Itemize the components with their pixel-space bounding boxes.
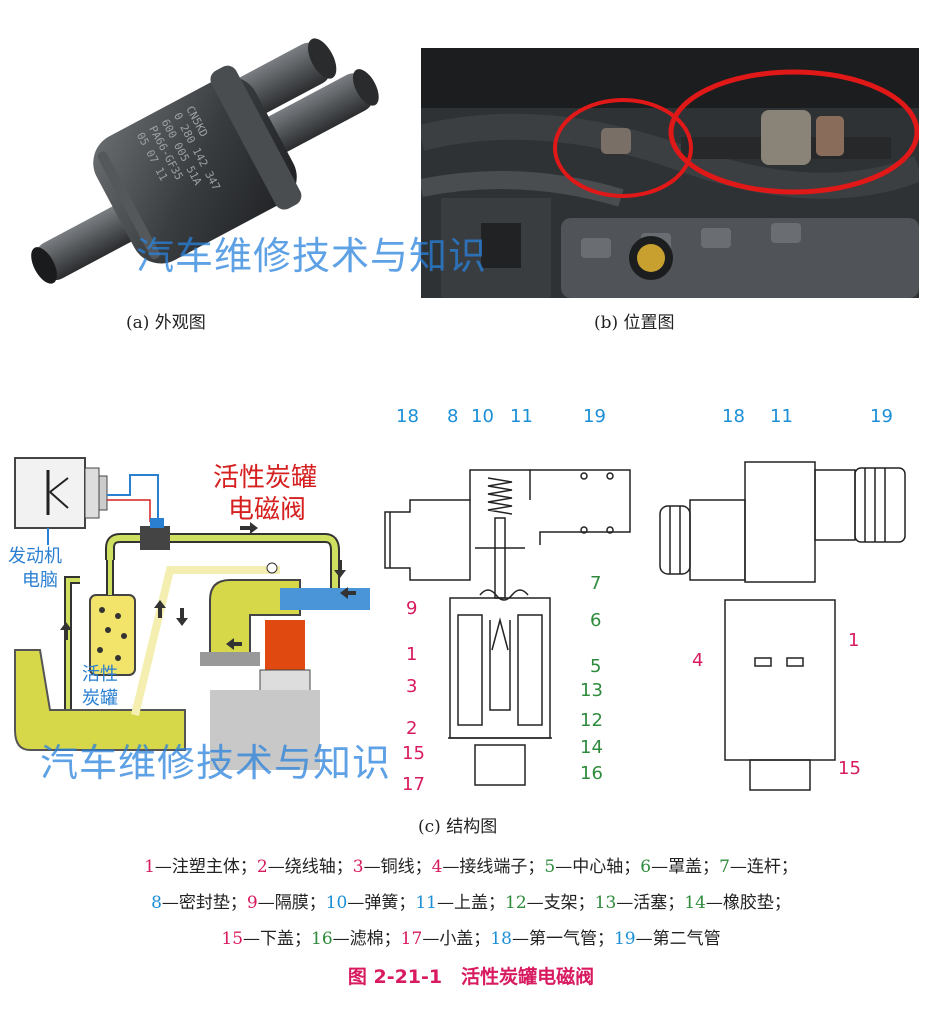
label-3: 3 (406, 676, 418, 697)
structure-section (380, 400, 640, 800)
engine-bay-illustration (421, 48, 919, 298)
label-13: 13 (580, 680, 603, 701)
label-6: 6 (590, 610, 602, 631)
valve-title-line2: 电磁阀 (228, 495, 307, 525)
label-19b: 19 (870, 406, 893, 427)
caption-location: (b) 位置图 (594, 313, 675, 333)
evap-system-illustration (14, 457, 370, 770)
canister-label-line1: 活性 (82, 664, 118, 685)
legend-item: 13—活塞； (594, 893, 685, 913)
ecu-label-line1: 发动机 (8, 546, 62, 567)
label-16: 16 (580, 763, 603, 784)
label-17: 17 (402, 774, 425, 795)
label-1b: 1 (848, 630, 860, 651)
label-5: 5 (590, 656, 602, 677)
legend-item: 2—绕线轴； (256, 857, 353, 877)
legend-line-2: 8—密封垫；9—隔膜；10—弹簧；11—上盖；12—支架；13—活塞；14—橡胶… (0, 888, 942, 913)
legend-item: 11—上盖； (415, 893, 505, 913)
external-drawing (659, 461, 906, 791)
legend-item: 17—小盖； (400, 929, 491, 949)
caption-structure: (c) 结构图 (418, 817, 498, 837)
ecu-label-line2: 电脑 (22, 570, 58, 591)
legend-item: 9—隔膜； (246, 893, 326, 913)
label-15b: 15 (838, 758, 861, 779)
legend-item: 18—第一气管； (490, 929, 614, 949)
label-2: 2 (406, 718, 418, 739)
legend-item: 1—注塑主体； (144, 857, 257, 877)
label-18a: 18 (396, 406, 419, 427)
legend-item: 7—连杆； (719, 857, 798, 877)
label-7: 7 (590, 573, 602, 594)
legend-item: 4—接线端子； (431, 857, 545, 877)
legend-item: 5—中心轴； (544, 857, 641, 877)
label-19a: 19 (583, 406, 606, 427)
caption-appearance: (a) 外观图 (126, 313, 206, 333)
label-11b: 11 (770, 406, 793, 427)
label-18b: 18 (722, 406, 745, 427)
legend-item: 10—弹簧； (325, 893, 416, 913)
valve-photo-illustration: CN5KD 0 280 142 347 600 005 51A PA66-GF3… (31, 38, 379, 284)
watermark-bottom: 汽车维修技术与知识 (40, 741, 392, 785)
legend-item: 8—密封垫； (151, 893, 247, 913)
watermark-top: 汽车维修技术与知识 (136, 234, 488, 278)
label-8: 8 (447, 406, 459, 427)
legend-item: 6—罩盖； (640, 857, 720, 877)
legend-line-1: 1—注塑主体；2—绕线轴；3—铜线；4—接线端子；5—中心轴；6—罩盖；7—连杆… (0, 852, 942, 877)
legend-item: 14—橡胶垫； (684, 893, 791, 913)
label-15a: 15 (402, 743, 425, 764)
canister-label-line2: 炭罐 (82, 688, 118, 709)
label-9: 9 (406, 598, 418, 619)
label-4: 4 (692, 650, 704, 671)
structure-external (650, 440, 930, 800)
legend-item: 3—铜线； (352, 857, 432, 877)
label-12: 12 (580, 710, 603, 731)
legend-item: 16—滤棉； (311, 929, 401, 949)
valve-title-line1: 活性炭罐 (213, 463, 318, 493)
label-1a: 1 (406, 644, 418, 665)
system-diagram (10, 440, 375, 790)
legend-item: 12—支架； (505, 893, 595, 913)
photo-appearance: CN5KD 0 280 142 347 600 005 51A PA66-GF3… (20, 30, 385, 300)
section-drawing (384, 469, 631, 786)
label-14: 14 (580, 737, 603, 758)
legend-item: 15—下盖； (221, 929, 312, 949)
legend-line-3: 15—下盖；16—滤棉；17—小盖；18—第一气管；19—第二气管 (0, 924, 942, 949)
legend-item: 19—第二气管 (613, 929, 721, 949)
figure-title: 图 2-21-1 活性炭罐电磁阀 (347, 966, 595, 988)
label-10: 10 (471, 406, 494, 427)
label-11a: 11 (510, 406, 533, 427)
photo-location (421, 48, 919, 298)
